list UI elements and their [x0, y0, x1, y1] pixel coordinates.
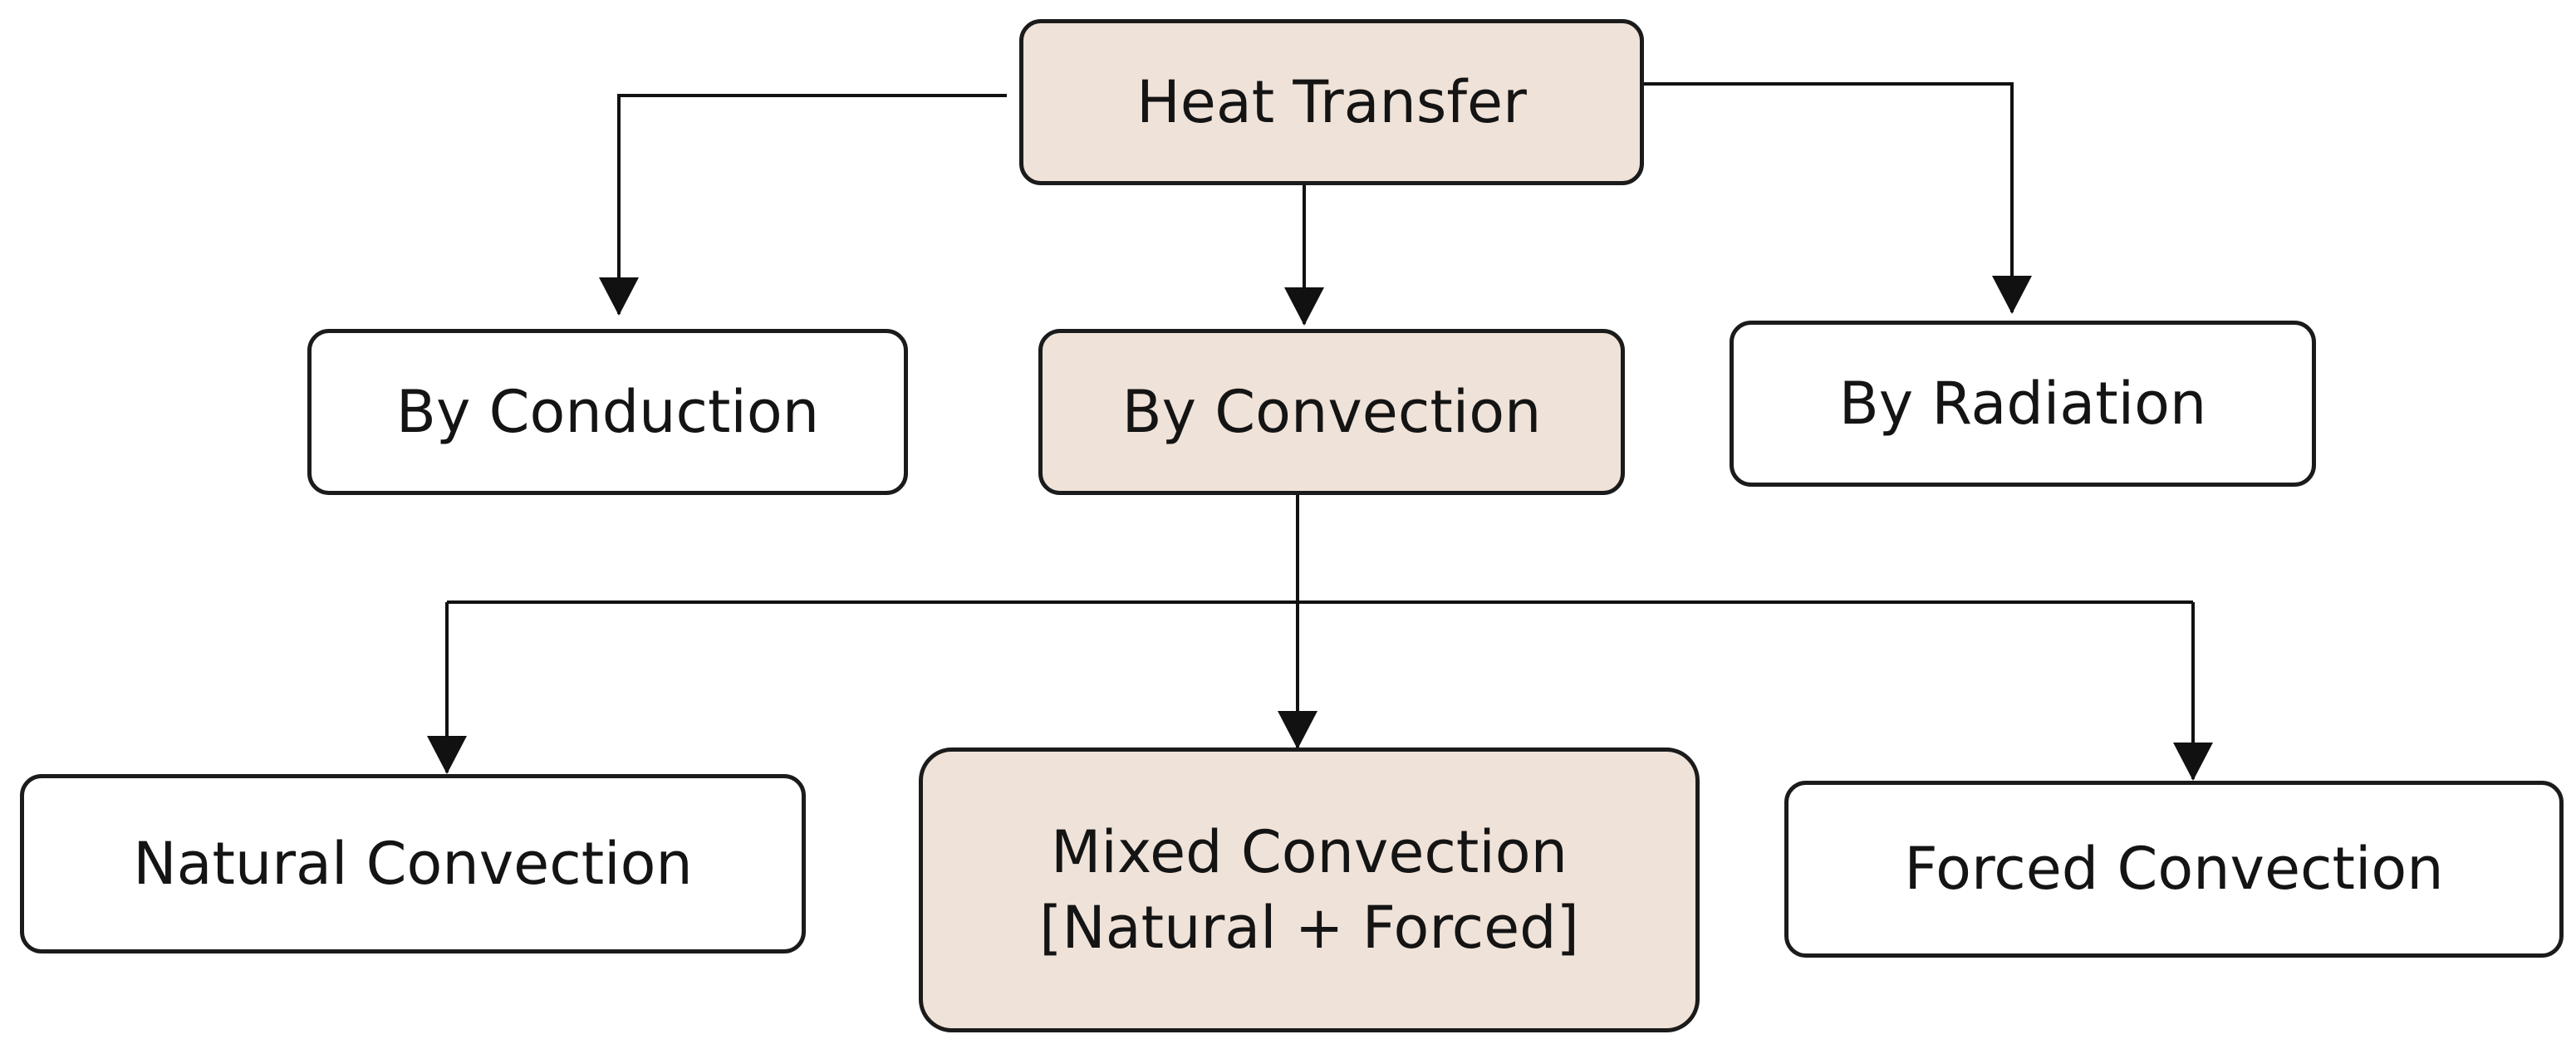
node-mixed-convection: Mixed Convection [Natural + Forced] — [919, 748, 1700, 1032]
node-by-convection-label: By Convection — [1121, 377, 1542, 446]
node-forced-convection: Forced Convection — [1784, 781, 2564, 958]
node-by-conduction-label: By Conduction — [395, 377, 820, 446]
node-mixed-convection-label-line1: Mixed Convection — [1050, 817, 1568, 886]
node-natural-convection: Natural Convection — [20, 774, 806, 953]
node-by-radiation: By Radiation — [1730, 321, 2316, 487]
node-heat-transfer-label: Heat Transfer — [1136, 67, 1527, 136]
connector-heat-to-convection — [1284, 171, 1324, 326]
node-heat-transfer: Heat Transfer — [1019, 19, 1644, 185]
node-forced-convection-label: Forced Convection — [1904, 835, 2444, 903]
node-by-radiation-label: By Radiation — [1838, 369, 2207, 438]
connector-heat-to-conduction — [599, 94, 1007, 316]
connector-heat-to-radiation — [1633, 82, 2032, 314]
node-by-conduction: By Conduction — [307, 329, 908, 495]
node-by-convection: By Convection — [1038, 329, 1625, 495]
node-mixed-convection-label-line2: [Natural + Forced] — [1039, 893, 1579, 962]
node-natural-convection-label: Natural Convection — [133, 829, 693, 898]
